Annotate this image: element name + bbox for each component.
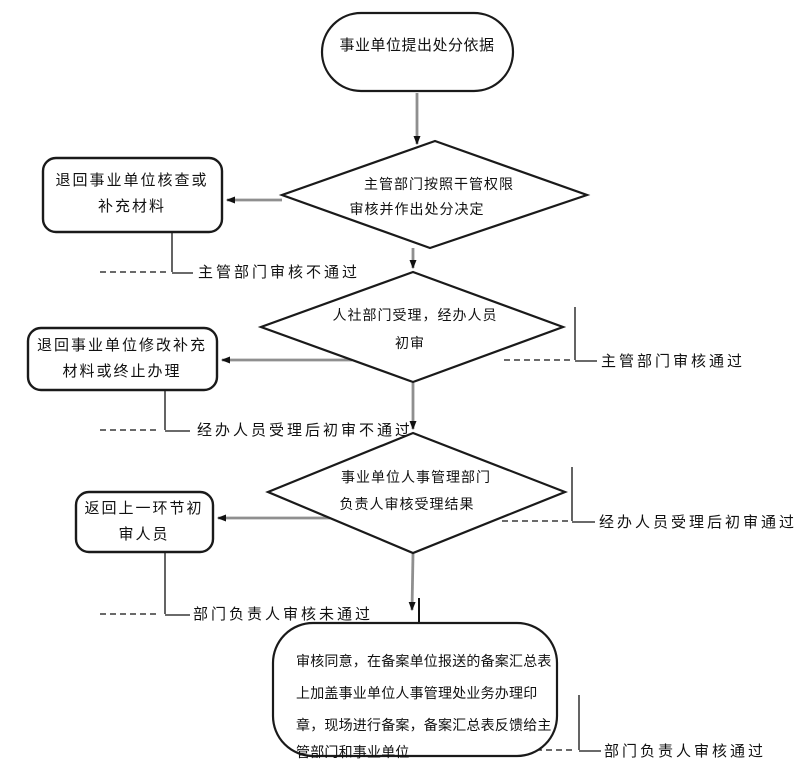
node-decision-1: 主管部门按照干管权限 审核并作出处分决定 [278, 139, 591, 250]
callout-supervisor-pass: 主管部门审核通过 [504, 307, 745, 370]
node-text-line: 人社部门受理，经办人员 [333, 308, 498, 324]
edge-label-clerk-fail: 经办人员受理后初审不通过 [197, 421, 413, 439]
process-box-shape [26, 326, 219, 392]
node-text-line: 退回事业单位核查或 [55, 171, 208, 189]
decision-diamond-shape [257, 270, 567, 384]
node-text-line: 审核并作出处分决定 [350, 202, 485, 218]
edge-label-supervisor-fail: 主管部门审核不通过 [198, 263, 360, 281]
node-text-line: 负责人审核受理结果 [340, 497, 475, 513]
edge-label-manager-pass: 部门负责人审核通过 [604, 742, 766, 759]
node-text-line: 返回上一环节初 [84, 499, 203, 517]
node-text-line: 材料或终止办理 [62, 362, 181, 380]
node-text-line: 审核同意，在备案单位报送的备案汇总表 [296, 653, 552, 670]
node-text-line: 上加盖事业单位人事管理处业务办理印 [296, 686, 537, 702]
node-text-line: 初审 [395, 335, 425, 352]
node-text-line: 退回事业单位修改补充 [37, 336, 207, 354]
arrow-decision3-to-end [408, 553, 416, 611]
callout-clerk-fail: 经办人员受理后初审不通过 [100, 390, 413, 439]
node-decision-3: 事业单位人事管理部门 负责人审核受理结果 [265, 431, 568, 555]
edge-label-clerk-pass: 经办人员受理后初审通过 [599, 513, 796, 531]
node-start-terminator: 事业单位提出处分依据 [320, 11, 515, 93]
edge-label-manager-fail: 部门负责人审核未通过 [193, 605, 373, 623]
terminator-shape [271, 621, 559, 758]
node-end-terminator: 审核同意，在备案单位报送的备案汇总表 上加盖事业单位人事管理处业务办理印 章，现… [271, 621, 559, 759]
process-box-shape [74, 490, 215, 554]
callout-supervisor-fail: 主管部门审核不通过 [100, 232, 360, 281]
callout-manager-pass: 部门负责人审核通过 [536, 695, 766, 759]
node-return-3: 返回上一环节初 审人员 [74, 490, 215, 554]
decision-diamond-shape [278, 139, 591, 250]
edge-label-supervisor-pass: 主管部门审核通过 [601, 352, 745, 370]
node-text-line: 章，现场进行备案，备案汇总表反馈给主 [296, 717, 552, 734]
node-return-2: 退回事业单位修改补充 材料或终止办理 [26, 326, 219, 392]
callout-clerk-pass: 经办人员受理后初审通过 [502, 467, 796, 531]
decision-diamond-shape [265, 431, 568, 555]
node-text-line: 事业单位人事管理部门 [341, 470, 491, 486]
node-text-line: 管部门和事业单位 [296, 745, 410, 759]
node-text-line: 补充材料 [98, 197, 166, 215]
node-decision-2: 人社部门受理，经办人员 初审 [257, 270, 567, 384]
node-text-line: 审人员 [118, 525, 169, 543]
callout-manager-fail: 部门负责人审核未通过 [100, 552, 373, 623]
node-text-line: 主管部门按照干管权限 [364, 177, 514, 193]
node-text-line: 事业单位提出处分依据 [339, 36, 494, 54]
process-box-shape [41, 156, 224, 234]
node-return-1: 退回事业单位核查或 补充材料 [41, 156, 224, 234]
terminator-shape [320, 11, 515, 93]
